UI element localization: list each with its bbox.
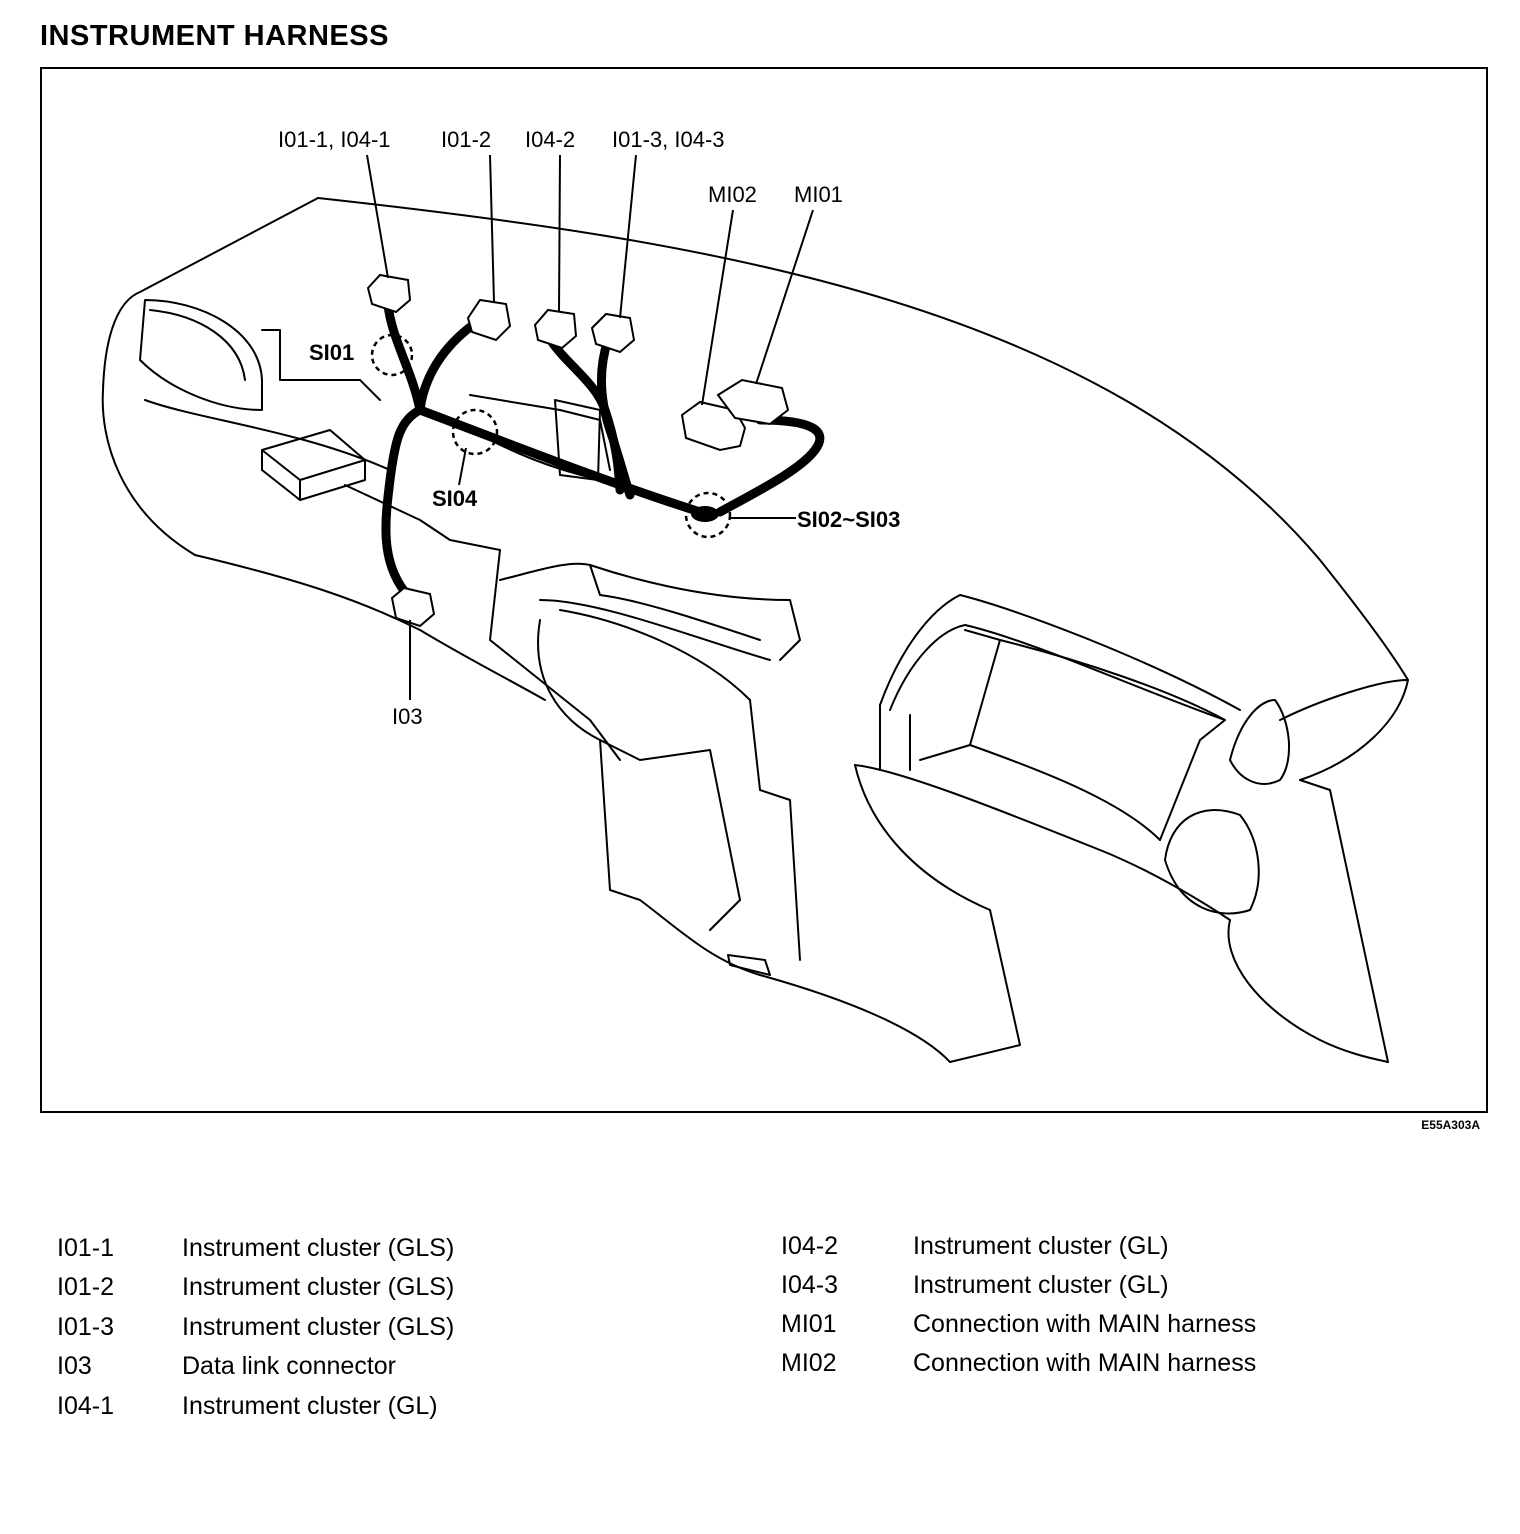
connector-i01-1-i04-1 [366,273,412,314]
legend-desc: Instrument cluster (GL) [913,1232,1169,1260]
legend-code: I03 [57,1352,92,1380]
legend-desc: Instrument cluster (GL) [913,1271,1169,1299]
leader-lines [366,154,814,700]
wiring-harness [381,300,825,597]
connector-i01-3-i04-3 [590,312,636,354]
label-mi02: MI02 [708,182,757,207]
label-si02-si03: SI02~SI03 [797,507,900,532]
legend-code: I01-1 [57,1234,114,1262]
legend-desc: Connection with MAIN harness [913,1349,1257,1377]
label-i04-2: I04-2 [525,127,575,152]
splice-markers [370,333,732,539]
page-title: INSTRUMENT HARNESS [40,20,389,52]
splice-si04-marker [451,408,499,456]
connector-i04-2 [533,308,578,350]
legend-code: I04-1 [57,1392,114,1420]
legend-code: MI02 [781,1349,837,1377]
splice-si01-marker [370,333,414,377]
legend-code: I04-3 [781,1271,838,1299]
diagram-frame [40,67,1488,1113]
label-i01-1-i04-1: I01-1, I04-1 [278,127,391,152]
label-i03: I03 [392,704,423,729]
dashboard-outline [101,197,1409,1063]
connector-i03 [390,586,436,628]
label-i01-3-i04-3: I01-3, I04-3 [612,127,725,152]
splice-si02-si03 [691,506,719,522]
connector-mi01 [716,378,790,426]
label-si01: SI01 [309,340,354,365]
label-si04: SI04 [432,486,478,511]
label-i01-2: I01-2 [441,127,491,152]
connector-i01-2 [466,298,512,342]
legend-desc: Instrument cluster (GLS) [182,1313,455,1341]
legend-desc: Instrument cluster (GLS) [182,1234,455,1262]
legend-desc: Instrument cluster (GL) [182,1392,438,1420]
legend-code: I04-2 [781,1232,838,1260]
legend-desc: Instrument cluster (GLS) [182,1273,455,1301]
figure-code: E55A303A [1421,1118,1480,1132]
legend-code: I01-2 [57,1273,114,1301]
connectors [366,273,790,628]
legend-code: I01-3 [57,1313,114,1341]
legend-desc: Connection with MAIN harness [913,1310,1257,1338]
splice-si02-si03-marker [684,491,732,539]
label-mi01: MI01 [794,182,843,207]
legend-desc: Data link connector [182,1352,397,1380]
legend-code: MI01 [781,1310,837,1338]
connector-mi02 [680,400,747,452]
